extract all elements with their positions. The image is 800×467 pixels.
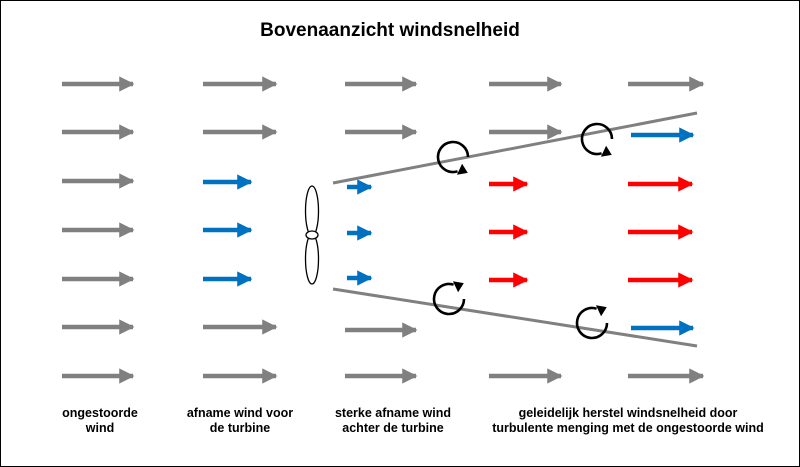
- vortex-icon: [580, 122, 614, 157]
- label-line: achter de turbine: [342, 421, 444, 435]
- column-recovery-arrows-2: [628, 76, 705, 384]
- turbine-rotor-icon: [304, 185, 320, 285]
- column-undisturbed-arrows: [62, 76, 135, 384]
- vortex-icon: [575, 305, 609, 340]
- vortex-icon: [436, 140, 470, 175]
- label-line: ongestoorde: [62, 406, 138, 420]
- label-line: geleidelijk herstel windsnelheid door: [518, 406, 738, 420]
- label-line: afname wind voor: [186, 406, 294, 420]
- vortex-icon: [432, 281, 466, 316]
- column-recovery-arrows-1: [489, 76, 563, 384]
- label-line: de turbine: [209, 421, 271, 435]
- label-line: wind: [85, 421, 115, 435]
- wake-boundary-upper: [332, 111, 698, 185]
- label-wake-reduction: sterke afname wind achter de turbine: [318, 406, 468, 436]
- label-line: sterke afname wind: [334, 406, 451, 420]
- wake-boundary-lower: [332, 287, 698, 348]
- label-undisturbed-wind: ongestoorde wind: [40, 406, 160, 436]
- label-upstream-reduction: afname wind voor de turbine: [170, 406, 310, 436]
- column-upstream-arrows: [203, 76, 278, 384]
- label-line: turbulente menging met de ongestoorde wi…: [492, 421, 764, 435]
- label-gradual-recovery: geleidelijk herstel windsnelheid door tu…: [478, 406, 778, 436]
- diagram-title: Bovenaanzicht windsnelheid: [260, 20, 520, 41]
- column-wake-arrows: [345, 76, 418, 384]
